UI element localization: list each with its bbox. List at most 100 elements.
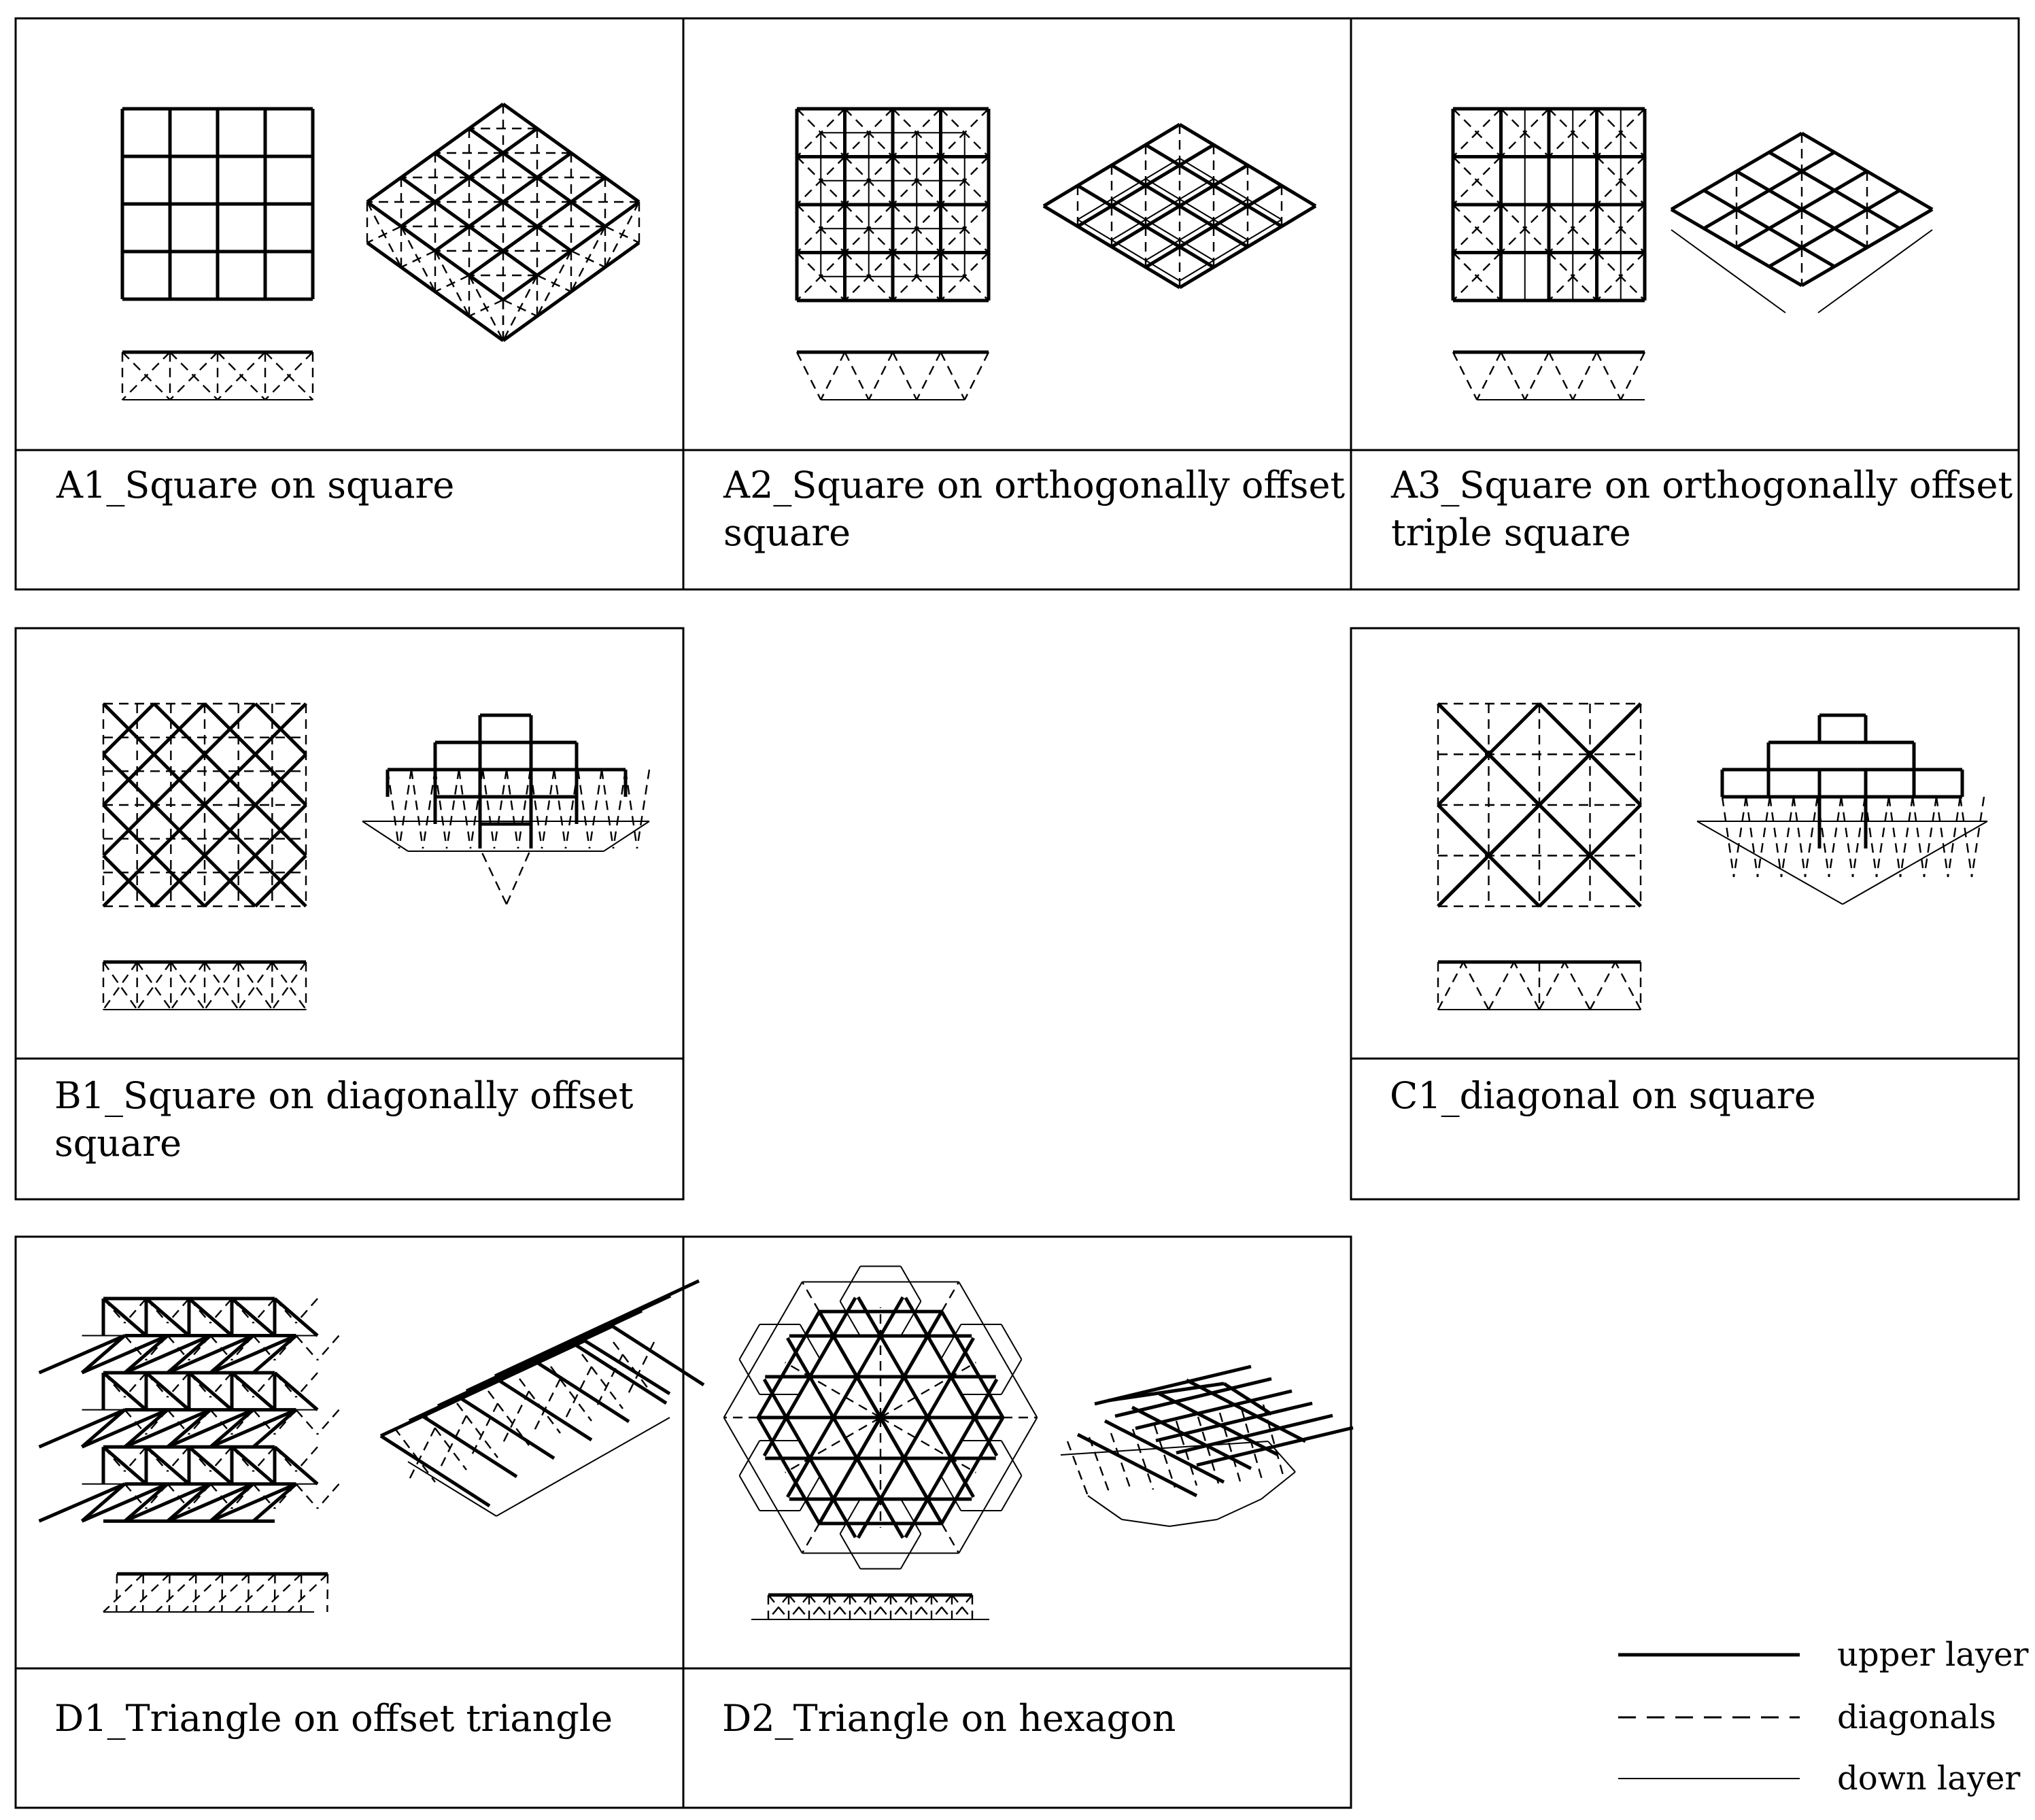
down-layer-member [1111,178,1214,241]
upper-layer-member [1104,1419,1225,1484]
panel-A3-frame [1350,17,2020,591]
diagonal-member [188,1446,211,1473]
diagonal-member [167,1372,190,1398]
diagonal-member [170,961,205,1010]
diagonal-member [103,1446,126,1473]
diagonal-member [844,108,893,158]
diagonal-member [146,1446,169,1473]
down-layer-member [839,1266,861,1302]
diagonal-member [434,769,448,849]
diagonal-member [844,252,893,301]
upper-layer-member [145,1371,190,1411]
down-layer-member [1000,1358,1023,1395]
diagonal-member [1851,796,1866,878]
A2-section [796,350,990,400]
down-layer-member [723,1281,803,1418]
diagonal-member [570,226,606,292]
panel-A1-drawing [120,102,640,400]
upper-layer-member [1076,1432,1198,1498]
down-layer-member [1842,821,1988,905]
upper-layer-member [940,1416,1005,1525]
down-layer-member [1216,1498,1262,1520]
diagonal-member [295,1298,318,1324]
diagonal-member [550,1366,592,1422]
diagonal-member [493,769,508,849]
panel-A3-drawing [1451,107,1934,400]
upper-layer-member [209,1334,255,1375]
diagonal-member [295,1409,318,1435]
diagonal-member [103,1298,126,1324]
diagonal-member [519,1378,561,1434]
diagonal-member [1513,961,1541,1010]
diagonal-member [1488,961,1515,1010]
diagonal-member [1935,796,1949,878]
diagonal-member [386,769,400,849]
down-layer-member [603,821,650,852]
diagonal-member [468,298,504,317]
upper-layer-member [252,1482,298,1523]
upper-layer-member [1176,1413,1333,1455]
panel-A2-drawing [795,107,1317,400]
diagonal-member [1875,796,1890,878]
upper-layer-member [123,1334,169,1375]
diagonal-member [892,108,942,158]
diagonal-member [1131,1428,1155,1490]
upper-layer-member [1222,1381,1273,1416]
diagonal-member [910,1594,932,1620]
upper-layer-member [209,1334,297,1375]
down-layer-member [1696,821,1843,905]
A2-iso [1042,122,1317,290]
diagonal-member [581,1354,623,1409]
diagonal-member [204,961,239,1010]
diagonal-member [274,1446,297,1473]
diagonal-member [103,703,307,907]
diagonal-member [1547,351,1574,400]
diagonal-member [892,204,942,254]
B1-iso [362,713,651,905]
C1-plan [1437,702,1642,908]
upper-layer-member [124,1408,211,1449]
diagonal-member [844,156,893,205]
upper-layer-member [188,1297,233,1337]
panel-D2: D2_Triangle on hexagon [682,1235,1354,1809]
upper-layer-member [188,1445,233,1486]
diagonal-member [940,156,989,205]
panel-D2-frame [682,1235,1352,1809]
diagonal-member [129,1573,171,1613]
diagonal-member [247,1573,250,1613]
diagonal-member [287,1573,328,1613]
down-layer-member [958,1281,1038,1418]
D1-section [103,1572,329,1613]
upper-layer-member [38,1482,126,1523]
diagonal-member [317,1483,340,1509]
A3-plan [1451,107,1647,303]
diagonal-member [300,1573,303,1613]
upper-layer-member [1768,188,1901,269]
diagonal-member [541,769,555,849]
diagonal-member [1500,351,1526,400]
diagonal-member [188,1298,211,1324]
upper-layer-member [1155,1401,1313,1443]
upper-layer-member [209,1482,297,1523]
diagonal-member [231,1446,254,1473]
diagonal-member [594,1354,624,1409]
diagonal-member [1620,351,1646,400]
diagonal-member [1804,796,1819,878]
A3-iso [1670,131,1934,313]
diagonal-member [892,156,942,205]
diagonal-member [326,1573,329,1613]
down-layer-member [1145,178,1248,241]
diagonal-member [1721,796,1735,878]
diagonal-member [271,961,307,1010]
down-layer-member [496,1417,670,1517]
upper-layer-member [209,1408,297,1449]
panel-A3-label-line-1: A3_Square on orthogonally offset [1390,464,2013,506]
upper-layer-member [166,1334,212,1375]
diagonal-member [231,1298,254,1324]
upper-layer-member [379,1434,491,1508]
diagonal-member [505,848,532,905]
diagonal-member [425,1415,467,1471]
D2-iso [1060,1364,1354,1527]
down-layer-member [940,1324,962,1360]
upper-layer-member [145,1297,190,1337]
